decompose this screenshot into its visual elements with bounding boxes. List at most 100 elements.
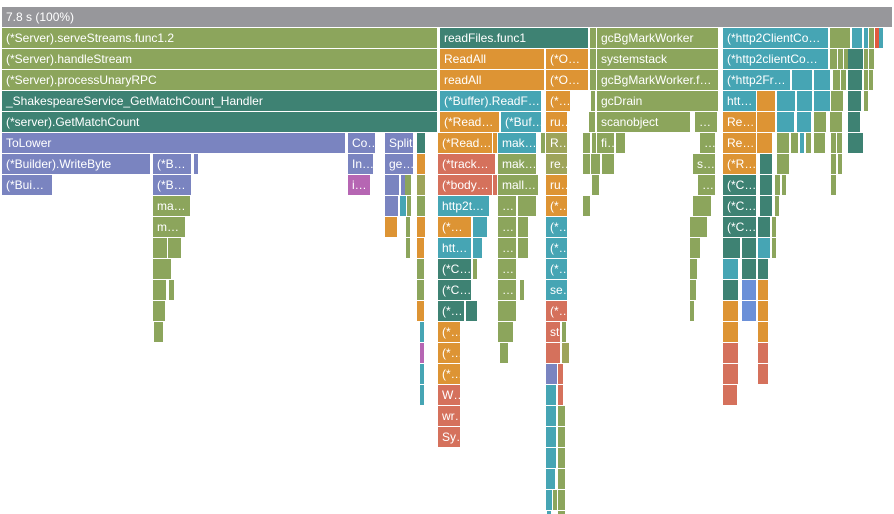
flame-frame[interactable]: (*Server).handleStream [2, 49, 437, 69]
flame-frame[interactable]: ReadAll [440, 49, 544, 69]
flame-frame[interactable] [830, 28, 850, 48]
flame-frame[interactable] [760, 196, 772, 216]
flame-frame[interactable]: re… [546, 154, 567, 174]
flame-frame[interactable] [742, 259, 756, 279]
flame-frame[interactable] [797, 112, 811, 132]
flame-frame[interactable] [558, 490, 565, 510]
flame-frame[interactable] [473, 217, 487, 237]
flame-frame[interactable] [791, 133, 798, 153]
flame-frame[interactable] [797, 91, 812, 111]
flame-frame[interactable] [864, 49, 868, 69]
flame-frame[interactable]: gcBgMarkWorker.f… [597, 70, 718, 90]
flame-frame[interactable]: (*… [546, 91, 570, 111]
flame-frame[interactable] [546, 427, 556, 447]
flame-frame[interactable] [405, 175, 411, 195]
flame-frame[interactable]: mak… [498, 133, 536, 153]
flame-frame[interactable]: http2t… [438, 196, 489, 216]
flame-frame[interactable] [777, 133, 789, 153]
flame-frame[interactable] [518, 196, 536, 216]
flame-frame[interactable] [583, 154, 590, 174]
flame-frame[interactable] [407, 196, 411, 216]
flame-frame[interactable] [693, 196, 711, 216]
flame-frame[interactable] [174, 238, 178, 258]
flame-frame[interactable]: (*… [546, 196, 567, 216]
flame-frame[interactable] [723, 280, 738, 300]
flame-frame[interactable] [583, 133, 590, 153]
flame-frame[interactable]: (*O… [546, 70, 588, 90]
flame-frame[interactable] [592, 133, 596, 153]
flame-frame[interactable] [591, 91, 595, 111]
flame-frame[interactable] [420, 385, 424, 405]
flame-frame[interactable] [758, 322, 768, 342]
flame-root-frame[interactable]: 7.8 s (100%) [2, 7, 892, 27]
flame-frame[interactable]: (*… [438, 322, 460, 342]
flame-frame[interactable] [541, 133, 545, 153]
flame-frame[interactable] [777, 91, 795, 111]
flame-frame[interactable] [758, 238, 770, 258]
flame-frame[interactable] [493, 133, 497, 153]
flame-frame[interactable] [830, 112, 842, 132]
flame-frame[interactable] [772, 238, 776, 258]
flame-frame[interactable] [558, 511, 565, 514]
flame-frame[interactable]: (*C… [438, 259, 471, 279]
flame-frame[interactable]: (*server).GetMatchCount [2, 112, 437, 132]
flame-frame[interactable] [498, 301, 516, 321]
flame-frame[interactable]: st… [546, 322, 560, 342]
flame-frame[interactable] [420, 322, 424, 342]
flame-frame[interactable] [406, 217, 410, 237]
flame-frame[interactable]: Sy… [438, 427, 460, 447]
flame-frame[interactable] [500, 343, 504, 363]
flame-frame[interactable] [168, 238, 172, 258]
flame-frame[interactable] [194, 154, 198, 174]
flame-frame[interactable] [473, 259, 477, 279]
flame-frame[interactable] [466, 301, 470, 321]
flame-frame[interactable] [869, 28, 874, 48]
flame-frame[interactable] [838, 154, 842, 174]
flame-frame[interactable]: systemstack [597, 49, 718, 69]
flame-frame[interactable] [723, 238, 740, 258]
flame-frame[interactable] [742, 301, 756, 321]
flame-frame[interactable]: Re… [723, 133, 756, 153]
flame-frame[interactable] [558, 469, 565, 489]
flame-frame[interactable]: In… [348, 154, 373, 174]
flame-frame[interactable]: (*… [438, 364, 460, 384]
flame-frame[interactable] [591, 154, 600, 174]
flame-frame[interactable]: … [695, 112, 717, 132]
flame-frame[interactable] [838, 49, 843, 69]
flame-frame[interactable] [546, 490, 552, 510]
flame-frame[interactable]: gcDrain [597, 91, 718, 111]
flame-frame[interactable]: readAll [440, 70, 544, 90]
flame-frame[interactable] [806, 133, 811, 153]
flame-frame[interactable] [473, 238, 482, 258]
flame-frame[interactable] [723, 301, 738, 321]
flame-frame[interactable] [493, 175, 497, 195]
flame-frame[interactable] [723, 259, 738, 279]
flame-frame[interactable] [417, 301, 424, 321]
flame-frame[interactable]: … [498, 238, 516, 258]
flame-frame[interactable]: mak… [498, 154, 536, 174]
flame-frame[interactable] [782, 175, 786, 195]
flame-frame[interactable] [758, 259, 768, 279]
flame-frame[interactable] [518, 217, 528, 237]
flame-frame[interactable] [558, 427, 565, 447]
flame-frame[interactable]: Re… [723, 112, 756, 132]
flame-frame[interactable]: htt… [438, 238, 471, 258]
flame-frame[interactable] [690, 280, 696, 300]
flame-frame[interactable]: ge… [385, 154, 413, 174]
flame-frame[interactable] [757, 133, 772, 153]
flame-frame[interactable]: se… [546, 280, 567, 300]
flame-frame[interactable] [848, 91, 861, 111]
flame-frame[interactable] [852, 133, 856, 153]
flame-frame[interactable] [723, 322, 738, 342]
flame-frame[interactable] [792, 70, 812, 90]
flame-frame[interactable] [417, 154, 425, 174]
flame-frame[interactable] [504, 343, 508, 363]
flame-frame[interactable] [848, 133, 852, 153]
flame-frame[interactable] [844, 49, 848, 69]
flame-frame[interactable]: mall… [498, 175, 538, 195]
flame-frame[interactable] [616, 133, 625, 153]
flame-frame[interactable] [558, 406, 565, 426]
flame-frame[interactable]: (*Read… [440, 112, 499, 132]
flame-frame[interactable] [562, 343, 566, 363]
flame-frame[interactable] [417, 133, 425, 153]
